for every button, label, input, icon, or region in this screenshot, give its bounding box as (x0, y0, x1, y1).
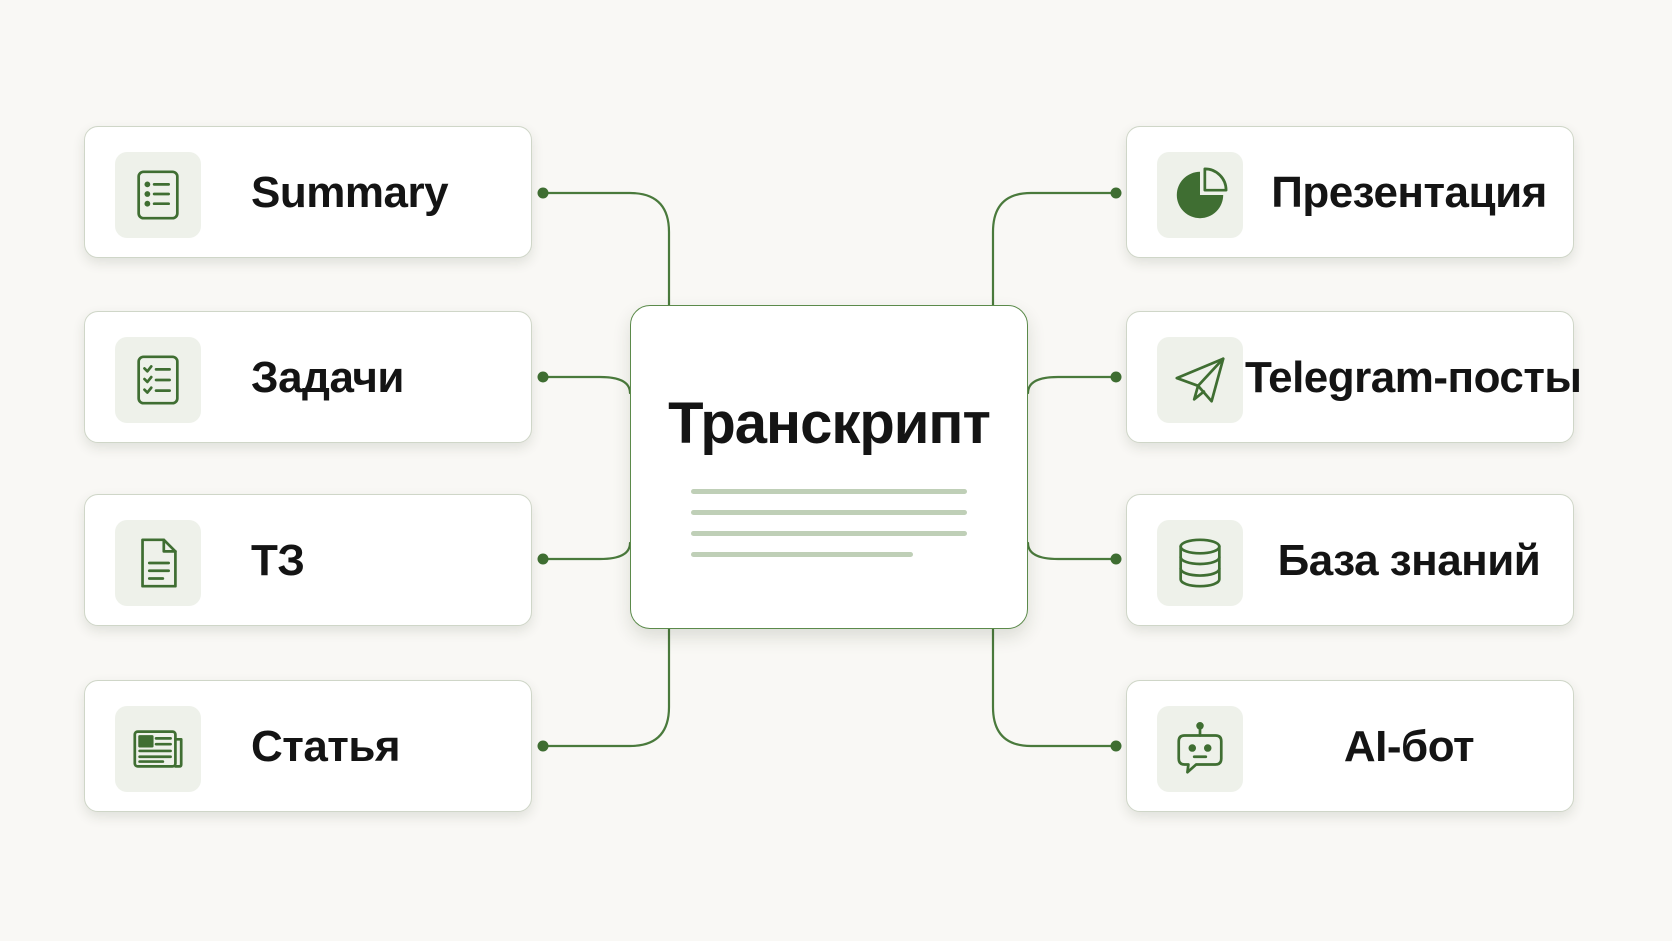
connector-article (541, 627, 671, 748)
connector-telegram (1026, 375, 1118, 395)
pie-chart-icon (1157, 152, 1243, 238)
transcript-text-line (691, 552, 913, 557)
connector-dot (537, 187, 549, 199)
list-icon (115, 152, 201, 238)
output-card-tz[interactable]: ТЗ (84, 494, 532, 626)
card-label: AI-бот (1343, 722, 1475, 771)
paper-plane-icon (1157, 337, 1243, 423)
card-label: Telegram-посты (1245, 353, 1582, 402)
output-card-knowledge-base[interactable]: База знаний (1126, 494, 1574, 626)
robot-icon (1157, 706, 1243, 792)
connector-dot (537, 553, 549, 565)
connector-dot (1110, 740, 1122, 752)
transcript-card[interactable]: Транскрипт (630, 305, 1028, 629)
output-card-presentation[interactable]: Презентация (1126, 126, 1574, 258)
connector-tasks (541, 375, 632, 395)
transcript-text-line (691, 510, 967, 515)
output-card-summary[interactable]: Summary (84, 126, 532, 258)
output-card-tasks[interactable]: Задачи (84, 311, 532, 443)
connector-dot (1110, 553, 1122, 565)
connector-dot (537, 740, 549, 752)
output-card-telegram[interactable]: Telegram-посты (1126, 311, 1582, 443)
transcript-text-line (691, 531, 967, 536)
checklist-icon (115, 337, 201, 423)
output-card-article[interactable]: Статья (84, 680, 532, 812)
database-icon (1157, 520, 1243, 606)
connector-dot (1110, 187, 1122, 199)
output-card-ai-bot[interactable]: AI-бот (1126, 680, 1574, 812)
connector-dot (537, 371, 549, 383)
connector-presentation (991, 191, 1118, 307)
connector-summary (541, 191, 671, 307)
card-label: Статья (251, 722, 401, 771)
connector-tz (541, 541, 632, 561)
card-label: Задачи (251, 353, 404, 402)
card-label: Summary (251, 168, 449, 217)
transcript-title: Транскрипт (668, 391, 991, 456)
transcript-text-line (691, 489, 967, 494)
connector-ai-bot (991, 627, 1118, 748)
connector-dot (1110, 371, 1122, 383)
card-label: База знаний (1277, 536, 1541, 585)
connector-knowledge-base (1026, 541, 1118, 561)
newspaper-icon (115, 706, 201, 792)
document-icon (115, 520, 201, 606)
card-label: ТЗ (251, 536, 305, 585)
card-label: Презентация (1271, 168, 1547, 217)
